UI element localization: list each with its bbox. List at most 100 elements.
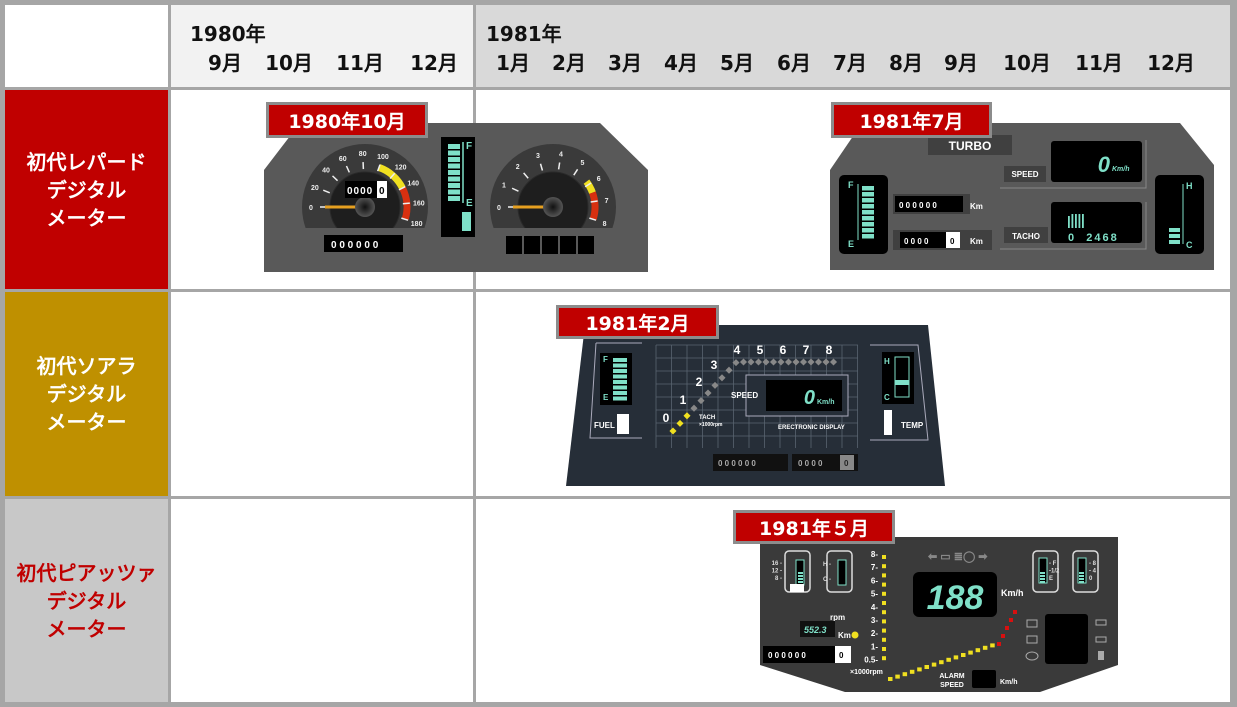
speed-display — [1051, 141, 1142, 182]
svg-text:TACH: TACH — [699, 415, 715, 421]
gauge-tick — [398, 186, 406, 191]
tach-dot — [711, 381, 719, 389]
svg-text:0 2468: 0 2468 — [1068, 232, 1119, 244]
month-1981: 12月 — [1147, 51, 1195, 75]
fuel-bar — [448, 163, 460, 169]
month-1981: 9月 — [944, 51, 978, 75]
gauge-tick — [557, 162, 561, 170]
tach-dot — [769, 358, 778, 366]
tach-digit-box — [524, 236, 540, 254]
row-label-line: 初代ピアッツァ — [16, 560, 157, 585]
gauge-label: 0 — [497, 205, 501, 212]
gauge-tick — [573, 168, 579, 176]
fuel-bar — [613, 385, 627, 390]
tacho-display — [1051, 202, 1142, 243]
svg-text:×1000rpm: ×1000rpm — [850, 669, 883, 676]
svg-text:Km/h: Km/h — [817, 399, 835, 406]
trip-odometer: 0 0 0 0 — [798, 459, 823, 468]
fuel-bar — [862, 204, 874, 209]
gauge-label: 5 — [581, 160, 585, 167]
turbo-label: TURBO — [949, 139, 992, 153]
tach-dot — [718, 374, 726, 382]
year-1981: 1981年 — [486, 22, 562, 46]
rpm-dot — [882, 647, 886, 651]
speed-dot — [924, 665, 929, 669]
speed-dot — [917, 667, 922, 672]
tach-bar — [1068, 216, 1070, 228]
corner-cell — [5, 5, 168, 87]
tach-label: 2 — [696, 375, 703, 389]
speed-display — [766, 380, 842, 411]
leopard-1981-dashboard: TURBO SPEED 0 Km/h TACHO 0 2468 0 0 0 0 … — [830, 123, 1214, 270]
row-label-piazza: 初代ピアッツァデジタルメーター — [5, 499, 168, 702]
gauge-tick — [401, 217, 409, 221]
tach-digit-box — [560, 236, 576, 254]
speed-dot — [961, 653, 966, 657]
row-label-line: 初代ソアラ — [36, 354, 137, 378]
row-label-line: デジタル — [46, 177, 127, 202]
gauge-label: 1 — [502, 182, 506, 189]
gauge-tick — [345, 165, 351, 173]
fuel-bar — [613, 391, 627, 395]
gauge-label: 16 - — [772, 561, 782, 567]
rpm-dot — [882, 656, 886, 661]
gauge-label: - 8 — [1089, 561, 1097, 567]
fuel-bar — [448, 183, 460, 188]
gauge-bar — [1079, 575, 1084, 577]
fuel-bar — [448, 176, 460, 182]
fuel-bar — [448, 196, 460, 201]
warning-display — [1045, 614, 1088, 664]
gauge-label: 100 — [377, 154, 389, 161]
gauge-zone — [583, 179, 596, 194]
speed-dot — [953, 655, 959, 660]
fuel-bar — [862, 186, 874, 191]
month-1980: 9月 — [208, 51, 242, 75]
tach-label: 0 — [663, 411, 670, 425]
svg-text:ALARM: ALARM — [939, 673, 964, 680]
temp-gauge — [1155, 175, 1204, 254]
speed-dot — [990, 643, 995, 648]
gauge-tick — [539, 163, 544, 171]
tach-digit-box — [506, 236, 522, 254]
svg-text:0: 0 — [1098, 152, 1111, 177]
gauge-label: 40 — [322, 168, 330, 175]
svg-text:Km/h: Km/h — [1001, 588, 1024, 598]
tach-label: 6 — [780, 343, 787, 357]
tach-dot — [747, 358, 755, 366]
rpm-label: 3- — [871, 616, 878, 625]
trip-odometer: 0000 — [347, 186, 373, 197]
tach-dot — [762, 358, 770, 366]
badge-soarer: 1981年2月 — [556, 305, 719, 339]
fuel-bar — [862, 228, 874, 233]
svg-text:SPEED: SPEED — [940, 682, 964, 689]
row-label-line: デジタル — [46, 382, 127, 406]
month-1980: 11月 — [336, 51, 384, 75]
rpm-label: 0.5- — [864, 656, 878, 665]
svg-text:H: H — [1186, 181, 1193, 191]
fuel-bar — [862, 210, 874, 215]
fuel-bar — [862, 222, 874, 227]
gauge-label: 12 - — [772, 569, 782, 575]
svg-text:0: 0 — [844, 459, 849, 468]
header-1980 — [171, 5, 473, 87]
svg-text:0: 0 — [804, 387, 815, 409]
svg-text:Km/h: Km/h — [1112, 166, 1130, 173]
speed-dot — [975, 648, 981, 653]
gauge-label: 80 — [359, 151, 367, 158]
gauge-tick — [590, 200, 598, 203]
gauge-zone — [589, 191, 599, 221]
gauge-bar — [1079, 572, 1084, 574]
tach-label: 3 — [711, 358, 718, 372]
fuel-bar — [613, 358, 627, 362]
svg-text:Km: Km — [970, 202, 983, 211]
gauge-label: 120 — [395, 164, 407, 171]
tach-dot — [683, 412, 691, 420]
speed-dot — [902, 672, 908, 677]
gauge-label: 7 — [605, 198, 609, 205]
trip-last-digit: 0 — [379, 186, 385, 197]
svg-text:Km: Km — [838, 631, 851, 640]
tach-dot — [739, 358, 748, 366]
tach-label: 1 — [680, 393, 687, 407]
